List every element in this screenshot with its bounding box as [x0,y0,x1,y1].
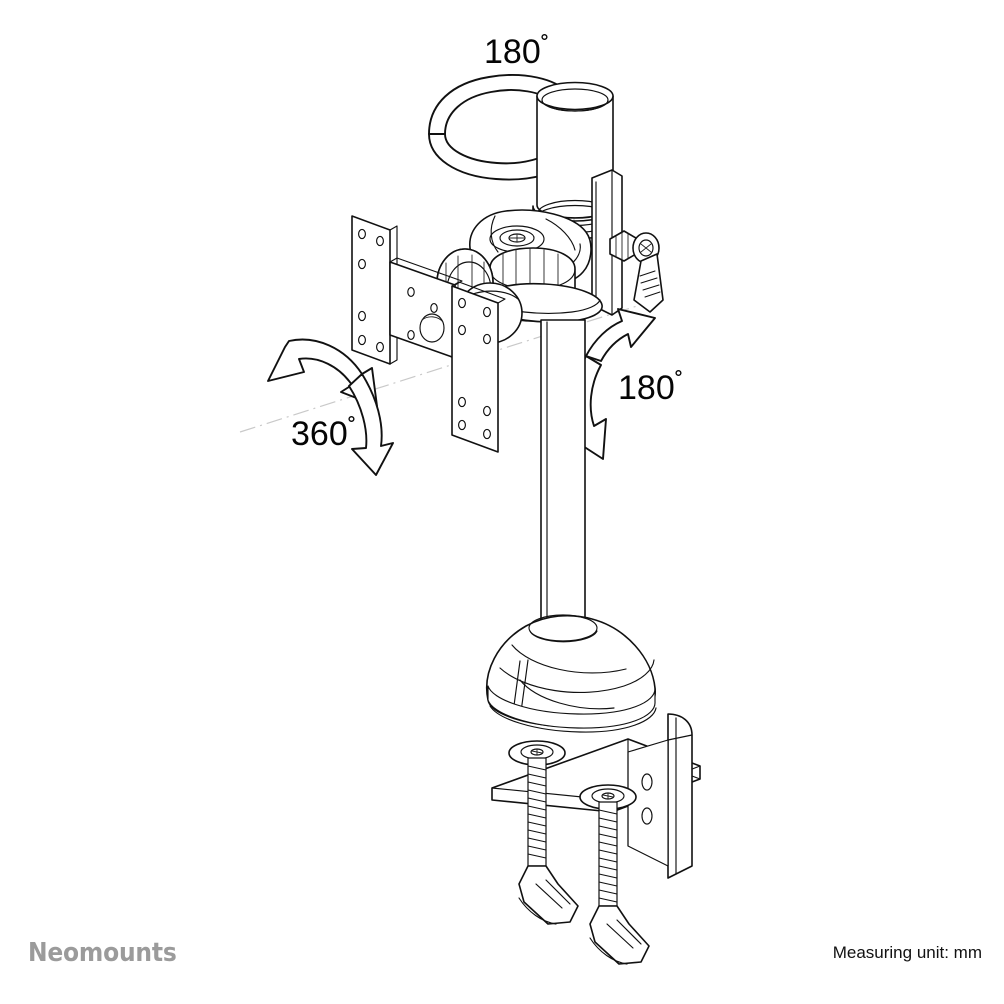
angle-label-tilt: 180˚ [618,367,683,407]
clamp-bolt-right [579,784,650,965]
vesa-mount-web [389,257,463,359]
swivel-head [469,169,623,323]
angle-label-top-text: 180˚ [484,31,549,71]
rotation-arrow-360 [267,338,394,476]
angle-label-360: 360˚ [291,413,356,453]
angle-label-tilt-text: 180˚ [618,367,683,407]
angle-label-top: 180˚ [484,31,549,71]
sheet-footer: Neomounts Measuring unit: mm [0,940,1004,1004]
dome-base [486,614,657,733]
measuring-unit-note: Measuring unit: mm [832,943,982,962]
clamp-bolt-left [508,740,579,925]
brand-logo: Neomounts [28,938,177,968]
main-pole [540,319,586,631]
vesa-plate-front [451,281,506,453]
angle-label-360-text: 360˚ [291,413,356,453]
locking-lever [609,230,664,313]
